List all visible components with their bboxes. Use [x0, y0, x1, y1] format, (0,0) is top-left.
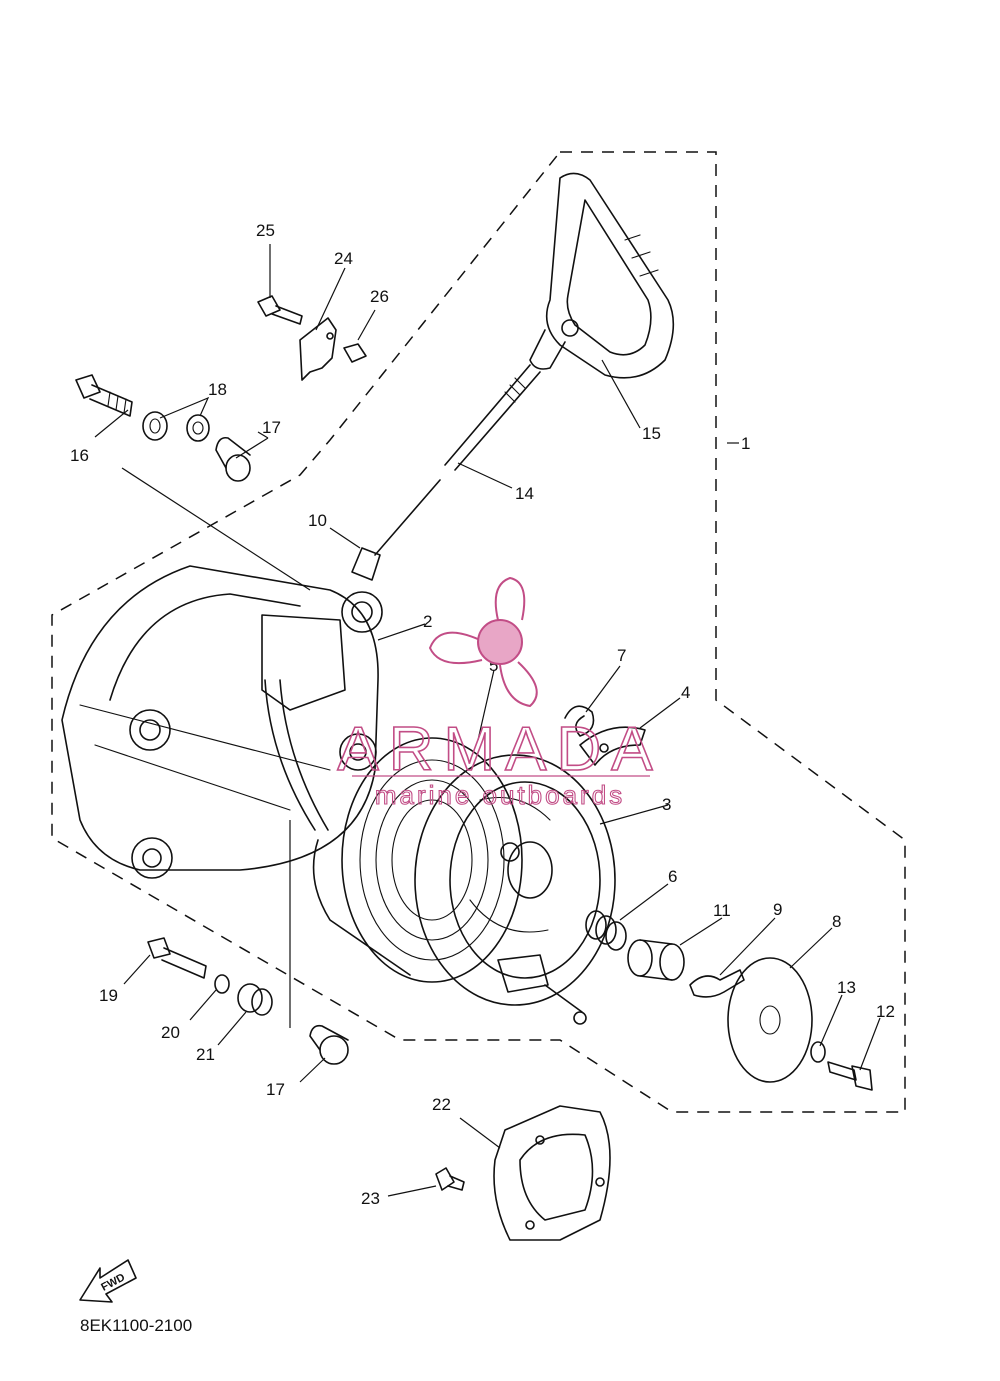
washer-13: [810, 1041, 826, 1063]
callout-24: 24: [334, 249, 353, 268]
washer-18b: [186, 414, 210, 442]
callout-13: 13: [837, 978, 856, 997]
bolt-25: [257, 295, 303, 325]
callout-2: 2: [423, 612, 432, 631]
recoil-spring: [341, 737, 523, 983]
callout-12: 12: [876, 1002, 895, 1021]
callout-8: 8: [832, 912, 841, 931]
callout-17-top: 17: [262, 418, 281, 437]
watermark-brand: ARMADA: [337, 715, 662, 784]
callout-19: 19: [99, 986, 118, 1005]
bracket-24: [299, 317, 337, 381]
screw-23: [435, 1167, 465, 1191]
starter-rope: [374, 364, 541, 556]
callout-17-bottom: 17: [266, 1080, 285, 1099]
callout-1: 1: [741, 434, 750, 453]
propeller-logo-icon: [428, 576, 538, 708]
grommet-10: [351, 547, 381, 581]
callout-18: 18: [208, 380, 227, 399]
callout-26: 26: [370, 287, 389, 306]
spring-6: [585, 910, 627, 951]
washer-18a: [142, 411, 168, 441]
cover-22: [493, 1105, 611, 1241]
bolt-19: [147, 937, 207, 979]
starter-handle: [529, 172, 675, 379]
callout-10: 10: [308, 511, 327, 530]
callout-25: 25: [256, 221, 275, 240]
starter-case: [61, 565, 383, 879]
reel-drum: [414, 754, 616, 1025]
callout-21: 21: [196, 1045, 215, 1064]
fwd-arrow-icon: FWD: [79, 1259, 137, 1303]
clip-9: [689, 969, 745, 998]
collar-17-top: [215, 436, 251, 482]
diagram-code: 8EK1100-2100: [80, 1316, 192, 1335]
nut-26: [343, 343, 367, 363]
collar-17-bottom: [309, 1024, 349, 1065]
callout-15: 15: [642, 424, 661, 443]
bolt-16: [75, 374, 133, 417]
callout-22: 22: [432, 1095, 451, 1114]
callout-5: 5: [489, 656, 498, 675]
callout-labels: 1 2 3 4 5 6 7 8 9 10 11 12 13 14 15 16 1…: [70, 221, 895, 1208]
bush-11: [627, 939, 685, 981]
callout-20: 20: [161, 1023, 180, 1042]
watermark-tagline: marine outboards: [375, 780, 625, 810]
bolt-12: [827, 1061, 873, 1091]
callout-3: 3: [662, 795, 671, 814]
callout-4: 4: [681, 683, 690, 702]
plate-8: [727, 957, 813, 1083]
callout-6: 6: [668, 867, 677, 886]
callout-9: 9: [773, 900, 782, 919]
assembly-outline: [51, 151, 906, 1113]
leader-lines: [94, 244, 881, 1197]
callout-16: 16: [70, 446, 89, 465]
spring-7: [564, 705, 595, 737]
washer-20: [214, 974, 230, 994]
collar-21: [237, 983, 273, 1016]
callout-23: 23: [361, 1189, 380, 1208]
callout-11: 11: [713, 901, 731, 920]
watermark: ARMADA marine outboards: [337, 576, 662, 811]
pawl-4: [579, 726, 646, 766]
callout-7: 7: [617, 646, 626, 665]
callout-14: 14: [515, 484, 534, 503]
